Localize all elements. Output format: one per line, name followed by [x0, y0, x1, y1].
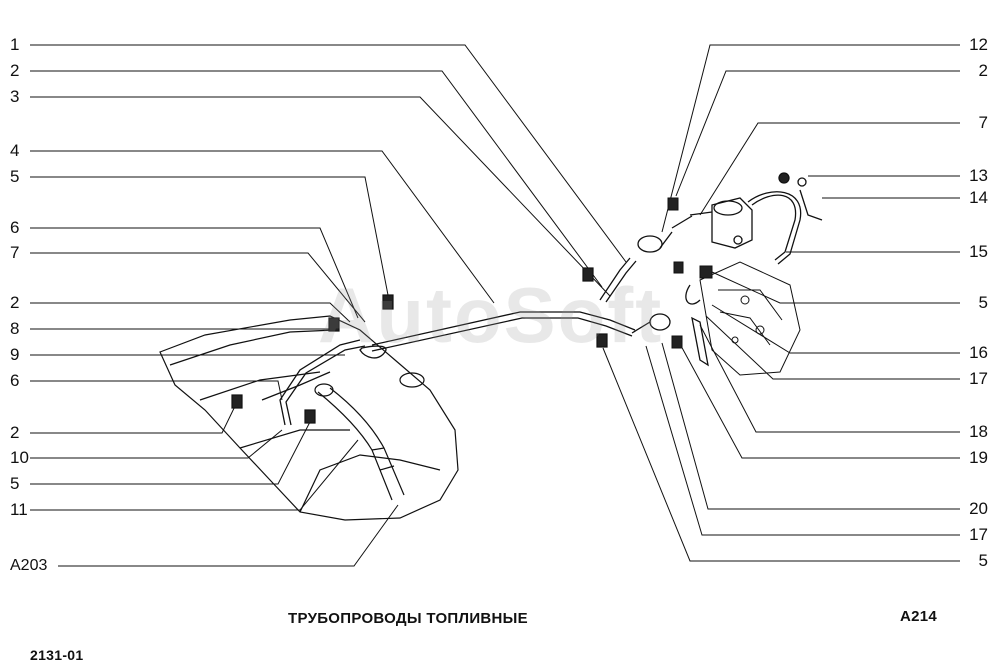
figure-code-a203: A203 — [10, 557, 48, 574]
line-clips-right — [667, 197, 713, 349]
callout-left-5: 5 — [10, 167, 20, 186]
callout-right-2: 2 — [978, 61, 988, 80]
callout-right-5: 14 — [969, 188, 988, 207]
callout-right-4: 13 — [969, 166, 988, 185]
callout-left-7: 7 — [10, 243, 20, 262]
callout-right-14: 5 — [978, 551, 988, 570]
filler-neck — [314, 383, 405, 501]
callout-right-8: 16 — [969, 343, 988, 362]
engine-block — [699, 261, 801, 376]
callout-right-7: 5 — [978, 293, 988, 312]
callout-left-8: 2 — [10, 293, 20, 312]
bracket-and-nut — [778, 172, 823, 221]
main-fuel-lines — [371, 257, 637, 352]
callout-right-9: 17 — [969, 369, 988, 388]
callout-left-2: 2 — [10, 61, 20, 80]
page-code: 2131-01 — [30, 647, 84, 663]
callout-right-6: 15 — [969, 242, 988, 261]
pump-hoses — [637, 191, 802, 305]
sheet-code: A214 — [900, 608, 938, 625]
callout-right-10: 18 — [969, 422, 988, 441]
fuel-pump — [711, 197, 753, 249]
callout-right-3: 7 — [978, 113, 988, 132]
callout-left-6: 6 — [10, 218, 20, 237]
callout-left-14: 5 — [10, 474, 20, 493]
line-clips-left — [231, 267, 608, 424]
callout-left-12: 2 — [10, 423, 20, 442]
bracket-19 — [691, 316, 709, 367]
callout-left-11: 6 — [10, 371, 20, 390]
tank-fuel-lines — [261, 339, 387, 426]
fuel-filter — [631, 313, 671, 334]
fuel-tank — [159, 315, 459, 521]
callout-left-1: 1 — [10, 35, 20, 54]
callout-right-13: 17 — [969, 525, 988, 544]
callout-left-3: 3 — [10, 87, 20, 106]
callout-right-11: 19 — [969, 448, 988, 467]
callout-left-13: 10 — [10, 448, 29, 467]
callout-left-9: 8 — [10, 319, 20, 338]
diagram-caption: ТРУБОПРОВОДЫ ТОПЛИВНЫЕ — [288, 610, 528, 627]
leader-lines-left — [30, 44, 627, 567]
watermark: AutoSoft — [318, 271, 664, 359]
callout-left-4: 4 — [10, 141, 20, 160]
callout-right-1: 12 — [969, 35, 988, 54]
leader-lines-right — [602, 44, 960, 562]
callout-left-15: 11 — [10, 500, 28, 519]
callout-left-10: 9 — [10, 345, 20, 364]
callout-right-12: 20 — [969, 499, 988, 518]
